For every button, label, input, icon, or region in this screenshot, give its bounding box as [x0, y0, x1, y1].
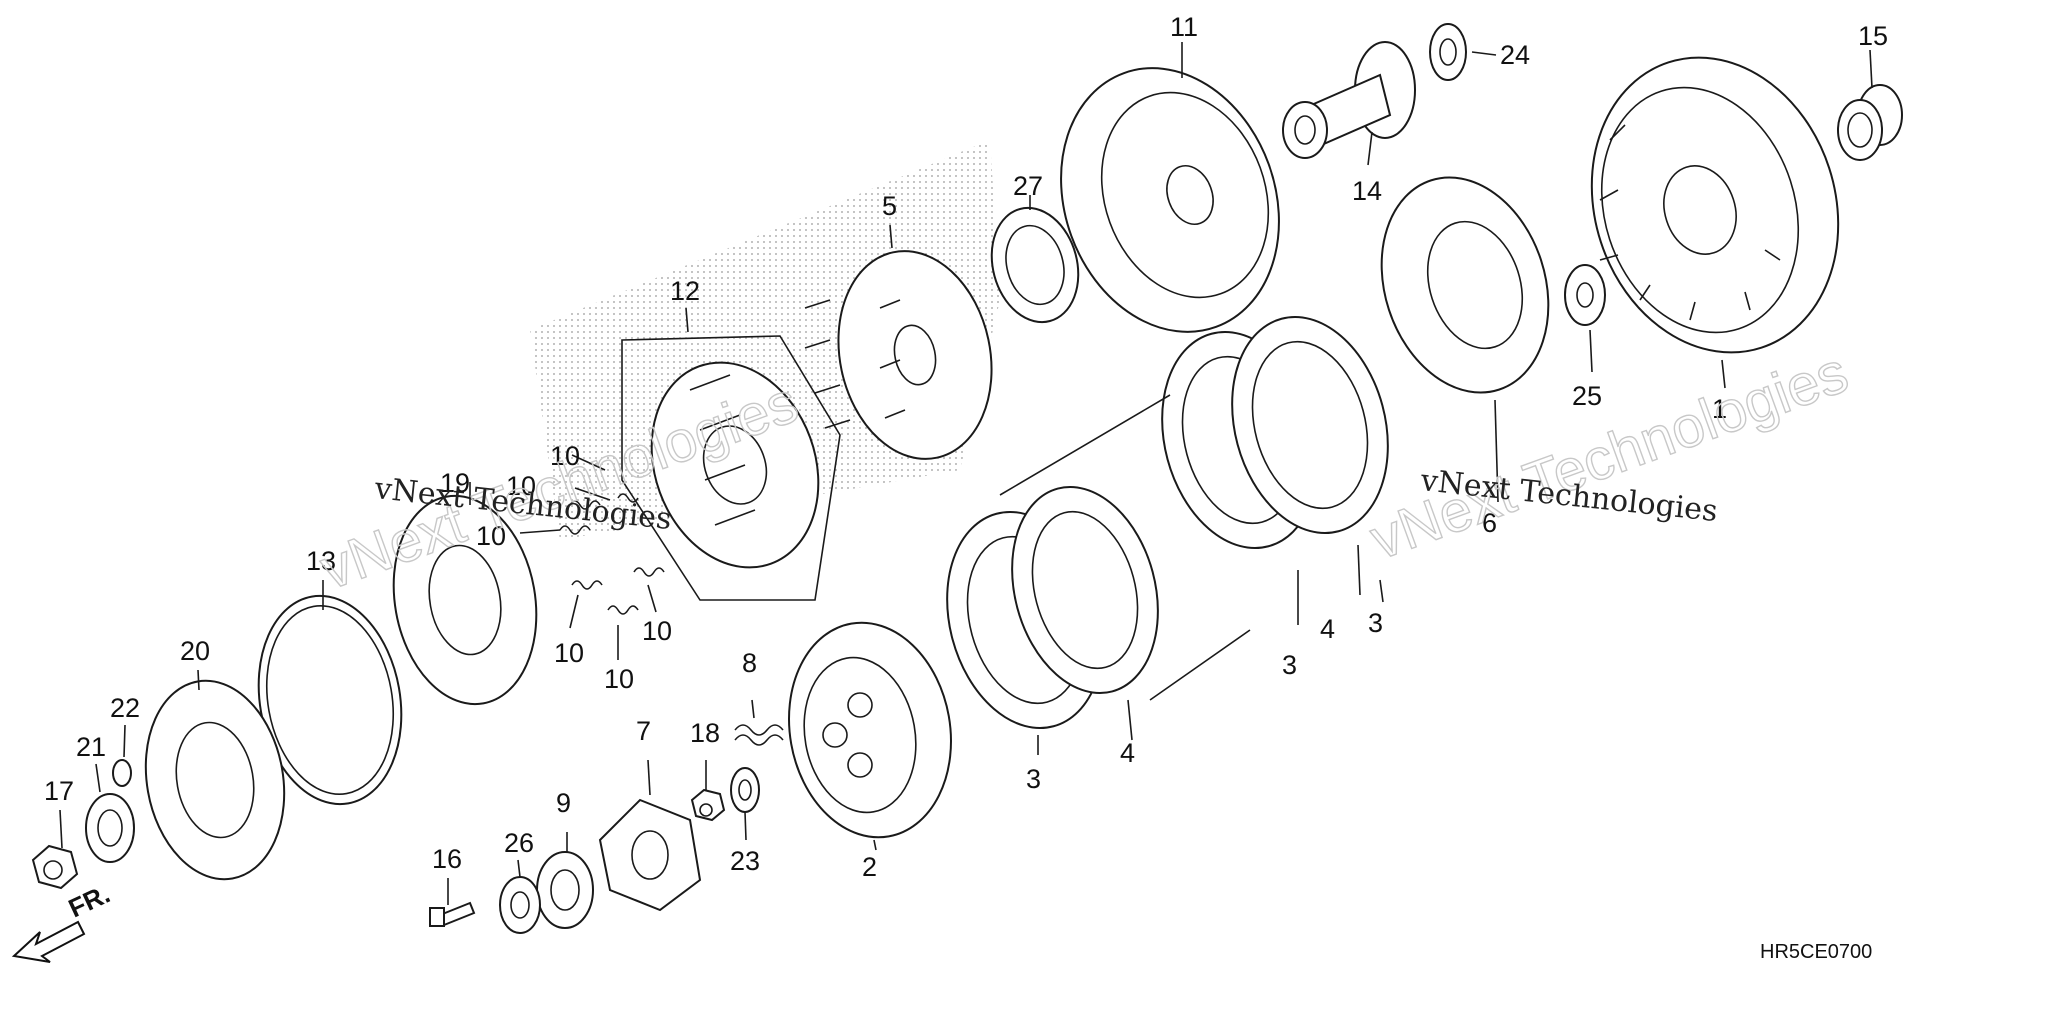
callout-24: 21: [76, 732, 106, 762]
callout-10d: 10: [554, 638, 584, 668]
callout-3b: 3: [1282, 650, 1297, 680]
part-24-washer: [85, 793, 135, 863]
part-16-bolt: [429, 901, 476, 927]
callout-20: 20: [180, 636, 210, 666]
part-9-spring: [734, 724, 784, 746]
callout-10c: 10: [476, 521, 506, 551]
callout-10f: 10: [642, 616, 672, 646]
front-indicator: FR.: [64, 879, 115, 924]
part-6-clutch-center: [1380, 176, 1550, 394]
part-18-nut: [690, 788, 726, 822]
callouts: 11 24 15 14 27 5 12 25 1 6 3 4 3 4 3 8 2…: [44, 12, 1888, 882]
callout-17: 17: [44, 776, 74, 806]
callout-11: 11: [1170, 12, 1198, 42]
part-12-weight-set: [621, 335, 841, 601]
callout-22: 24: [1500, 40, 1530, 70]
leader-lines: [59, 42, 1873, 905]
callout-13: 13: [306, 546, 336, 576]
part-21-washer: [730, 767, 760, 813]
front-arrow-icon: FR.: [11, 879, 115, 963]
callout-10b: 10: [506, 471, 536, 501]
callout-3a: 3: [1368, 608, 1383, 638]
callout-26: 26: [504, 828, 534, 858]
part-23-washer: [1564, 264, 1606, 326]
callout-3c: 3: [1026, 764, 1041, 794]
callout-4a: 4: [1320, 614, 1335, 644]
callout-1: 1: [1712, 394, 1727, 424]
part-17-nut: [31, 844, 79, 890]
callout-5: 5: [882, 191, 897, 221]
part-11-clutch-drum: [1060, 67, 1280, 333]
part-1-clutch-outer: [1590, 56, 1840, 354]
part-5-drive-plate: [804, 250, 993, 460]
callout-4b: 4: [1120, 738, 1135, 768]
callout-12: 12: [670, 276, 700, 306]
part-27-one-way-clutch: [990, 206, 1080, 324]
callout-2: 2: [862, 852, 877, 882]
part-22-washer: [1429, 23, 1467, 81]
plate-stack-guide: [999, 394, 1251, 701]
part-13-o-ring: [257, 594, 403, 806]
callout-27: 27: [1013, 171, 1043, 201]
part-25-washer: [112, 759, 132, 787]
callout-6: 6: [1482, 508, 1497, 538]
callout-10e: 10: [604, 664, 634, 694]
callout-9: 8: [742, 648, 757, 678]
callout-23: 25: [1572, 381, 1602, 411]
diagram-code: HR5CE0700: [1760, 941, 1872, 963]
part-19-plate: [392, 494, 538, 706]
callout-21: 23: [730, 846, 760, 876]
callout-14: 14: [1352, 176, 1382, 206]
part-8-seal: [536, 851, 594, 929]
callout-15: 15: [1858, 21, 1888, 51]
callout-7: 7: [636, 716, 651, 746]
part-14-gear-shaft: [1282, 41, 1416, 159]
callout-10a: 10: [550, 441, 580, 471]
callout-19: 19: [440, 468, 470, 498]
part-7-retainer: [598, 798, 702, 912]
part-10-springs: [559, 493, 665, 615]
part-20-cover-plate: [144, 679, 286, 881]
callout-25: 22: [110, 693, 140, 723]
part-2-pressure-plate: [788, 621, 952, 839]
clutch-plates-upper: [1161, 315, 1389, 550]
callout-16: 16: [432, 844, 462, 874]
callout-8: 9: [556, 788, 571, 818]
part-26-bearing: [499, 876, 541, 934]
callout-18: 18: [690, 718, 720, 748]
clutch-plates-lower: [946, 485, 1159, 730]
part-15-collar: [1837, 84, 1903, 161]
